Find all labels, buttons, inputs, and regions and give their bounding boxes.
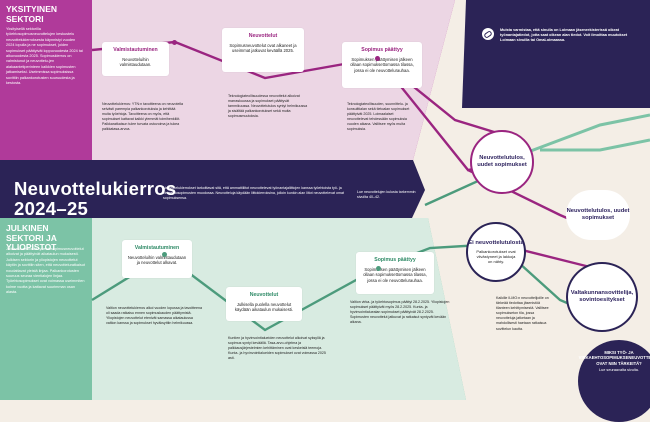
why-important-circle[interactable]: MIKSI TYÖ- JA VIRKAEHTOSOPIMUKSENEUVOTTE… [578,340,650,422]
top-card-negotiations-text: Sopimusneuvottelut ovat alkaneet ja usei… [229,42,297,54]
flow-dot [376,266,381,271]
bottom-card-agreement-ends-title: Sopimus päättyy [374,257,416,263]
private-sector-light [92,0,455,160]
public-sector-text: Julkisella sektorilla työehtosopimusneuv… [6,247,85,295]
outcome-no-agreement-text: Palkankorotukset ovat viivästyneet ja la… [476,249,516,264]
private-sector-title: YKSITYINEN SEKTORI [6,4,58,24]
outcome-agreement-2-label: Neuvottelutulos, uudet sopimukset [566,208,630,221]
top-note-1: Neuvottelukierros: YTN:n tavoitteena on … [102,102,184,132]
outcome-agreement-1-label: Neuvottelutulos, uudet sopimukset [477,155,527,168]
top-card-preparation-text: Neuvotteluihin valmistaudutaan. [119,56,152,68]
outcome-agreement-1: Neuvottelutulos, uudet sopimukset [470,130,534,194]
top-note-3: Teknologiateollisuuden, suunnittelu- ja … [347,102,410,132]
outcome-agreement-2: Neuvottelutulos, uudet sopimukset [566,190,630,240]
bottom-card-preparation-text: Neuvotteluihin valmistaudutaan ja neuvot… [127,254,187,266]
bottom-card-preparation-title: Valmistautuminen [134,245,180,251]
top-card-agreement-ends-text: Sopimuksen päättymisen jälkeen ollaan so… [350,56,414,73]
bottom-card-agreement-ends-text: Sopimuksen päättymisen jälkeen ollaan so… [363,266,427,283]
top-note-2: Teknologiateollisuudessa neuvottelut alk… [228,94,308,119]
outcome-mediator: Valtakunnansovittelija, sovintoesitykset [566,262,638,332]
top-card-preparation-title: Valmistautuminen [113,47,158,53]
page-title: Neuvottelukierros 2024–25 [14,179,176,219]
why-important-link[interactable]: Lue seuraavalta sivulta. [599,368,639,373]
public-sector-title: JULKINEN SEKTORI JA YLIOPISTOT [6,223,57,252]
top-card-agreement-ends-title: Sopimus päättyy [361,47,403,53]
page-title-line2: 2024–25 [14,198,89,219]
outcome-no-agreement: Ei neuvottelutulosta Palkankorotukset ov… [466,222,526,282]
page-title-line1: Neuvottelukierros [14,178,177,199]
bottom-card-agreement-ends: Sopimus päättyy Sopimuksen päättymisen j… [356,252,434,294]
info-icon [482,28,494,40]
why-important-title: MIKSI TYÖ- JA VIRKAEHTOSOPIMUKSENEUVOTTE… [578,350,650,366]
outcome-no-agreement-label: Ei neuvottelutulosta [468,240,524,246]
bottom-note-3: Valtion virka- ja työehtosopimus päättyi… [350,300,450,325]
right-navy-panel [462,0,650,108]
top-card-agreement-ends: Sopimus päättyy Sopimuksen päättymisen j… [342,42,422,88]
top-card-negotiations: Neuvottelut Sopimusneuvottelut ovat alka… [222,28,304,72]
flow-dot [375,56,380,61]
flow-dot [162,252,167,257]
flow-dot [172,40,177,45]
banner-band [0,160,425,218]
banner-text: Neuvottelukierrokset tarkoittavat sitä, … [163,186,344,201]
outcome-mediator-label: Valtakunnansovittelija, sovintoesitykset [570,290,634,303]
teal-branch-1 [519,113,650,157]
bottom-card-preparation: Valmistautuminen Neuvotteluihin valmista… [122,240,192,278]
banner-link[interactable]: Lue neuvottelujen kulusta tarkemmin sivu… [357,190,416,200]
bottom-note-2: Kuntien ja hyvinvointialueiden neuvottel… [228,336,326,361]
teal-branch-2 [540,138,650,152]
right-note: Kaikille ILMO:n neuvottelijoille on tärk… [496,296,549,331]
bottom-card-negotiations-text: Julkisella puolella neuvottelut käydään … [234,301,294,313]
bottom-card-negotiations: Neuvottelut Julkisella puolella neuvotte… [226,287,302,321]
bottom-card-negotiations-title: Neuvottelut [249,292,279,298]
private-sector-text: Yksityisellä sektorilla työehtosopimusne… [6,27,83,86]
top-card-preparation: Valmistautuminen Neuvotteluihin valmista… [102,42,169,76]
top-card-negotiations-title: Neuvottelut [248,33,278,39]
info-box-text: Muista varmistaa, että sinulla on Loimaa… [500,28,628,43]
bottom-note-1: Valtion neuvottelukierros alkoi vuoden l… [106,306,203,326]
